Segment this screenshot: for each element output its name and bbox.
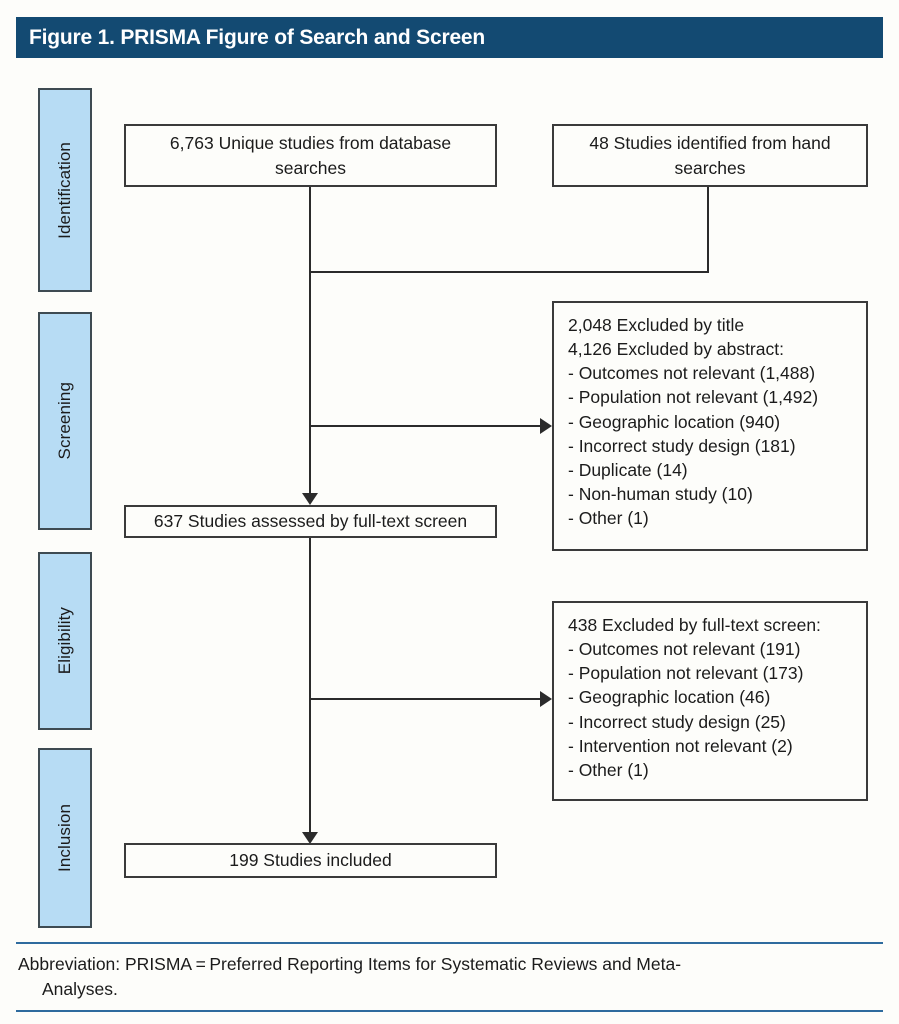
stage-label-text: Inclusion <box>55 804 74 872</box>
exclusion-line: - Geographic location (46) <box>568 687 771 708</box>
box-screening-exclusions: 2,048 Excluded by title 4,126 Excluded b… <box>552 301 868 551</box>
abbreviation-note: Abbreviation: PRISMA = Preferred Reporti… <box>18 952 863 1002</box>
abbreviation-note-line1: Abbreviation: PRISMA = Preferred Reporti… <box>18 954 682 974</box>
connector-trunk-inclusion <box>309 538 311 832</box>
connector-hand-down <box>707 187 709 273</box>
stage-label-text: Screening <box>55 382 74 460</box>
box-database-searches-line1: 6,763 Unique studies from database <box>169 133 452 154</box>
box-studies-included-text: 199 Studies included <box>229 850 392 871</box>
stage-label-text: Identification <box>55 141 74 239</box>
exclusion-line: - Population not relevant (1,492) <box>568 387 819 408</box>
box-database-searches-line2: searches <box>274 157 346 178</box>
arrow-down-icon-to-included <box>302 832 318 844</box>
box-eligibility-exclusions: 438 Excluded by full-text screen: - Outc… <box>552 601 868 801</box>
exclusion-line: 2,048 Excluded by title <box>568 315 745 335</box>
connector-trunk-screening <box>309 271 311 493</box>
box-hand-searches-line1: 48 Studies identified from hand <box>589 133 831 154</box>
arrow-right-icon-eligibility-exclusion <box>540 691 552 707</box>
stage-label-screening: Screening <box>38 312 92 530</box>
arrow-down-icon-to-full-text <box>302 493 318 505</box>
arrow-right-icon-screening-exclusion <box>540 418 552 434</box>
exclusion-line: 4,126 Excluded by abstract: <box>568 339 784 360</box>
exclusion-line: - Population not relevant (173) <box>568 663 804 684</box>
abbreviation-note-line2: Analyses. <box>42 978 118 999</box>
exclusion-line: - Outcomes not relevant (1,488) <box>568 363 816 384</box>
box-hand-searches: 48 Studies identified from hand searches <box>552 124 868 187</box>
stage-label-inclusion: Inclusion <box>38 748 92 928</box>
exclusion-line: - Incorrect study design (25) <box>568 711 786 732</box>
box-full-text-assessed: 637 Studies assessed by full-text screen <box>124 505 497 538</box>
box-studies-included: 199 Studies included <box>124 843 497 878</box>
box-database-searches: 6,763 Unique studies from database searc… <box>124 124 497 187</box>
exclusion-line: - Incorrect study design (181) <box>568 435 796 456</box>
exclusion-line: - Intervention not relevant (2) <box>568 735 793 756</box>
page-title: Figure 1. PRISMA Figure of Search and Sc… <box>29 25 486 49</box>
exclusion-line: 438 Excluded by full-text screen: <box>568 615 821 635</box>
footer-rule-top <box>16 942 883 944</box>
stage-label-text: Eligibility <box>55 607 74 675</box>
box-hand-searches-line2: searches <box>674 157 746 178</box>
exclusion-line: - Duplicate (14) <box>568 459 688 480</box>
connector-database-down <box>309 187 311 273</box>
connector-eligibility-exclusion-horizontal <box>309 698 542 700</box>
exclusion-line: - Other (1) <box>568 759 649 780</box>
stage-label-eligibility: Eligibility <box>38 552 92 730</box>
stage-label-identification: Identification <box>38 88 92 292</box>
box-full-text-assessed-text: 637 Studies assessed by full-text screen <box>153 511 468 532</box>
footer-rule-bottom <box>16 1010 883 1012</box>
figure-title-bar: Figure 1. PRISMA Figure of Search and Sc… <box>16 17 883 58</box>
exclusion-line: - Outcomes not relevant (191) <box>568 639 801 660</box>
connector-screening-exclusion-horizontal <box>309 425 542 427</box>
connector-merge-horizontal <box>309 271 709 273</box>
exclusion-line: - Geographic location (940) <box>568 411 781 432</box>
exclusion-line: - Non-human study (10) <box>568 483 753 504</box>
exclusion-line: - Other (1) <box>568 508 649 529</box>
